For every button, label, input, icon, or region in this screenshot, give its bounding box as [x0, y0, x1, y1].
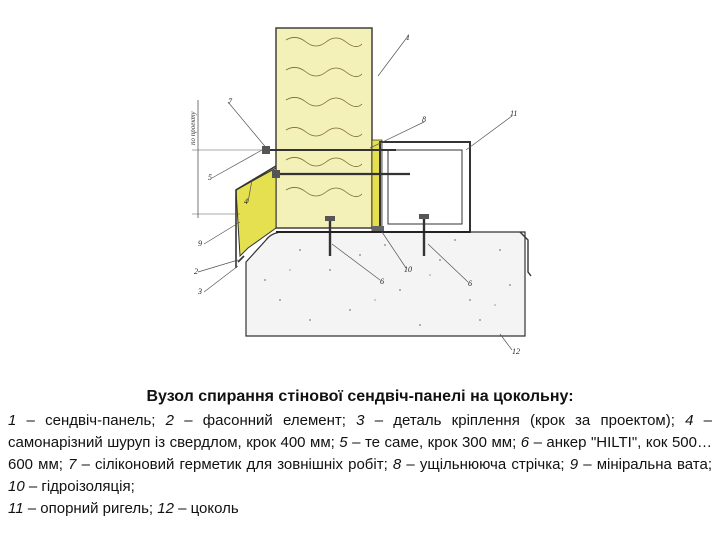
callout-11: 11	[510, 109, 517, 118]
legend-number: 4	[685, 412, 694, 429]
legend-number: 3	[356, 412, 365, 429]
legend-number: 9	[569, 456, 579, 473]
legend-text: – те саме, крок 300 мм;	[347, 434, 521, 451]
legend-number: 2	[165, 412, 174, 429]
anchor-hilti-right	[419, 214, 429, 256]
callout-3: 3	[197, 287, 202, 296]
caption-title: Вузол спирання стінової сендвіч-панелі н…	[146, 388, 574, 405]
callout-5: 5	[208, 173, 212, 182]
legend-number: 8	[392, 456, 402, 473]
self-tapping-screw-4	[272, 170, 410, 178]
dimension-line: по проекту	[189, 100, 268, 218]
plinth-right-flashing	[519, 231, 532, 277]
callout-1: 1	[406, 33, 410, 42]
mineral-wool	[235, 167, 277, 258]
callout-2: 2	[194, 267, 198, 276]
legend-number: 11	[8, 500, 24, 517]
callout-6b: 6	[468, 279, 472, 288]
legend-number: 1	[8, 412, 17, 429]
callout-10: 10	[404, 265, 412, 274]
callout-7: 7	[228, 97, 233, 106]
legend-text: – сендвіч-панель;	[16, 412, 166, 429]
callout-12: 12	[512, 347, 520, 356]
legend-text: – сіліконовий герметик для зовнішніх роб…	[76, 456, 393, 473]
shaped-element	[235, 165, 277, 268]
legend-text: – опорний ригель;	[23, 500, 158, 517]
legend-number: 7	[68, 456, 77, 473]
legend-text: – цоколь	[173, 500, 239, 517]
anchor-hilti-left	[325, 216, 335, 256]
callout-9: 9	[198, 239, 202, 248]
leader-lines	[197, 35, 513, 351]
callout-4: 4	[244, 197, 248, 206]
legend-text: – фасонний елемент;	[174, 412, 357, 429]
dimension-label: по проекту	[189, 111, 197, 145]
legend-number: 6	[520, 434, 530, 451]
legend-text: – ущільнююча стрічка;	[401, 456, 570, 473]
legend-number: 12	[157, 500, 174, 517]
legend-number: 5	[339, 434, 348, 451]
callout-6a: 6	[380, 277, 384, 286]
legend-text: – анкер "HILTI", кок 500…600 мм;	[8, 434, 712, 473]
legend-number: 10	[8, 478, 25, 495]
legend-text: – мінiральна вата;	[578, 456, 712, 473]
legend-text: – деталь кріплення (крок за проектом);	[364, 412, 686, 429]
plinth-concrete	[245, 231, 526, 337]
wall-panel-node-drawing: по проекту 1 7 8 11 5 4 9 2 3 6 10 6 12	[189, 27, 532, 356]
legend-text: – гідроізоляція;	[24, 478, 135, 495]
legend-text: – самонарізний шуруп із свердлом, крок 4…	[8, 412, 713, 451]
sandwich-panel	[275, 27, 373, 229]
callout-8: 8	[422, 115, 426, 124]
sealing-tape	[372, 226, 384, 232]
caption-body: 1 – сендвіч-панель; 2 – фасонний елемент…	[8, 410, 712, 520]
caption: Вузол спирання стінової сендвіч-панелі н…	[8, 388, 712, 520]
